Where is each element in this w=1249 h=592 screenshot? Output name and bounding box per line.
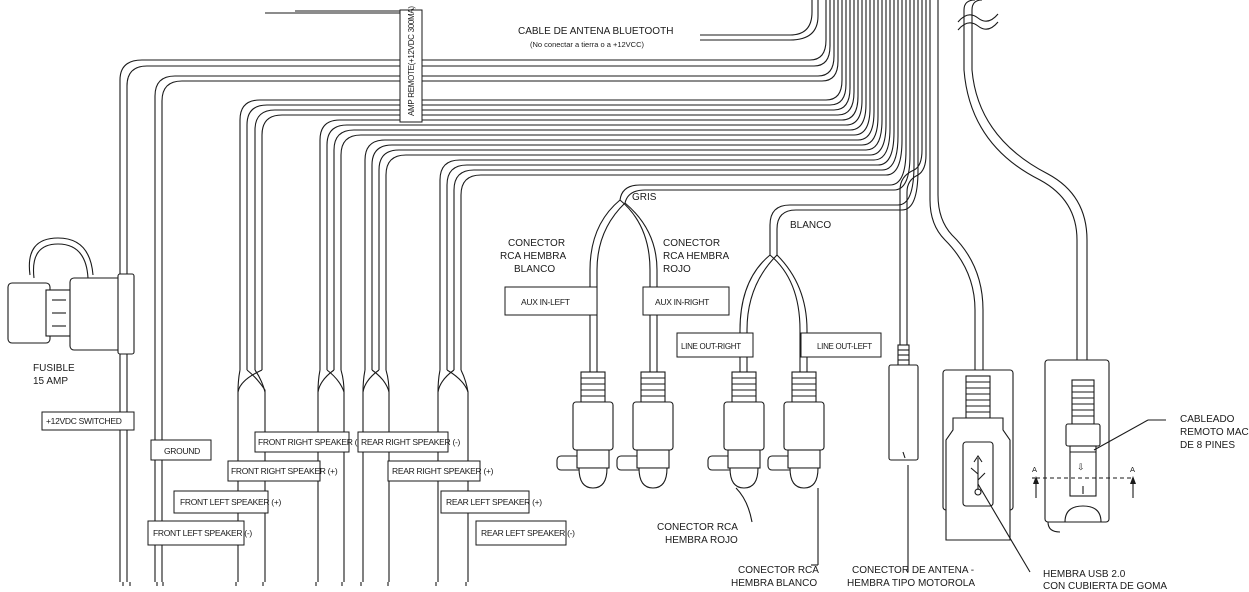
section-a-left: A <box>1032 465 1037 474</box>
tag-aux-left: AUX IN-LEFT <box>504 286 598 316</box>
rca-white-title-1: CONECTOR <box>508 238 565 249</box>
switched-label: +12VDC SWITCHED <box>46 416 122 426</box>
leader-lines <box>735 419 1166 573</box>
tag-rear-left-pos: REAR LEFT SPEAKER (+) <box>440 490 543 514</box>
tag-front-left-pos: FRONT LEFT SPEAKER (+) <box>173 490 282 514</box>
labels: CABLE DE ANTENA BLUETOOTH (No conectar a… <box>33 26 1249 592</box>
front-left-neg-label: FRONT LEFT SPEAKER (-) <box>153 528 252 538</box>
svg-text:⇩: ⇩ <box>1077 462 1085 472</box>
rca-white-title-2: RCA HEMBRA <box>500 251 566 262</box>
rca-white-bottom-1: CONECTOR RCA <box>738 565 819 576</box>
bt-antenna-label: CABLE DE ANTENA BLUETOOTH <box>518 26 673 37</box>
gris-label: GRIS <box>632 192 657 203</box>
rca-red-bottom-2: HEMBRA ROJO <box>665 535 738 546</box>
rca-white-title-3: BLANCO <box>514 264 555 275</box>
tag-line-out-left: LINE OUT-LEFT <box>800 332 882 358</box>
remote-8pin-connector: ⇩ <box>1032 359 1136 533</box>
remote-plug-label-1: CABLEADO <box>1180 414 1235 425</box>
tag-rear-left-neg: REAR LEFT SPEAKER (-) <box>475 520 575 546</box>
remote-plug-label-2: REMOTO MACHO <box>1180 427 1249 438</box>
blanco-label: BLANCO <box>790 220 831 231</box>
rca-white-bottom-2: HEMBRA BLANCO <box>731 578 817 589</box>
aux-right-label: AUX IN-RIGHT <box>655 297 709 307</box>
rca-connector-aux-left <box>556 371 614 489</box>
tag-line-out-right: LINE OUT-RIGHT <box>676 332 754 358</box>
aux-left-label: AUX IN-LEFT <box>521 297 570 307</box>
rca-connector-line-out-right <box>707 371 765 489</box>
rear-left-pos-label: REAR LEFT SPEAKER (+) <box>446 497 542 507</box>
rca-connector-aux-right <box>616 371 674 489</box>
usb-label-2: CON CUBIERTA DE GOMA <box>1043 581 1167 592</box>
tag-switched: +12VDC SWITCHED <box>41 411 135 431</box>
tag-rear-right-pos: REAR RIGHT SPEAKER (+) <box>387 460 494 482</box>
bt-antenna-note: (No conectar a tierra o a +12VCC) <box>530 40 645 49</box>
front-left-pos-label: FRONT LEFT SPEAKER (+) <box>180 497 281 507</box>
antenna-connector <box>888 344 919 461</box>
rear-right-pos-label: REAR RIGHT SPEAKER (+) <box>392 466 494 476</box>
rear-left-neg-label: REAR LEFT SPEAKER (-) <box>481 528 575 538</box>
rca-red-title-2: RCA HEMBRA <box>663 251 729 262</box>
tag-front-right-pos: FRONT RIGHT SPEAKER (+) <box>227 460 338 482</box>
front-right-neg-label: FRONT RIGHT SPEAKER (-) <box>258 437 363 447</box>
tag-rear-right-neg: REAR RIGHT SPEAKER (-) <box>357 431 461 453</box>
usb-label-1: HEMBRA USB 2.0 <box>1043 569 1126 580</box>
tag-ground: GROUND <box>150 439 212 461</box>
line-out-left-label: LINE OUT-LEFT <box>817 342 872 351</box>
remote-plug-label-3: DE 8 PINES <box>1180 440 1235 451</box>
rca-red-bottom-1: CONECTOR RCA <box>657 522 738 533</box>
tag-amp-remote: AMP REMOTE(+12VDC 300MA) <box>399 6 423 123</box>
rca-red-title-1: CONECTOR <box>663 238 720 249</box>
line-out-right-label: LINE OUT-RIGHT <box>681 342 741 351</box>
wire-bundle <box>28 0 1088 582</box>
antenna-conn-label-1: CONECTOR DE ANTENA - <box>852 565 974 576</box>
antenna-conn-label-2: HEMBRA TIPO MOTOROLA <box>847 578 975 589</box>
rear-right-neg-label: REAR RIGHT SPEAKER (-) <box>361 437 461 447</box>
fuse-label-2: 15 AMP <box>33 376 68 387</box>
usb-connector <box>942 369 1014 541</box>
front-right-pos-label: FRONT RIGHT SPEAKER (+) <box>231 466 338 476</box>
ground-label: GROUND <box>164 446 200 456</box>
tag-front-left-neg: FRONT LEFT SPEAKER (-) <box>147 520 253 546</box>
tag-aux-right: AUX IN-RIGHT <box>642 286 730 316</box>
fuse-label-1: FUSIBLE <box>33 363 75 374</box>
section-a-right: A <box>1130 465 1135 474</box>
fuse-holder <box>7 273 135 355</box>
rca-red-title-3: ROJO <box>663 264 691 275</box>
amp-remote-label: AMP REMOTE(+12VDC 300MA) <box>407 6 416 116</box>
rca-connector-line-out-left <box>767 371 825 489</box>
tag-front-right-neg: FRONT RIGHT SPEAKER (-) <box>254 431 363 453</box>
wire-ends <box>122 582 467 586</box>
